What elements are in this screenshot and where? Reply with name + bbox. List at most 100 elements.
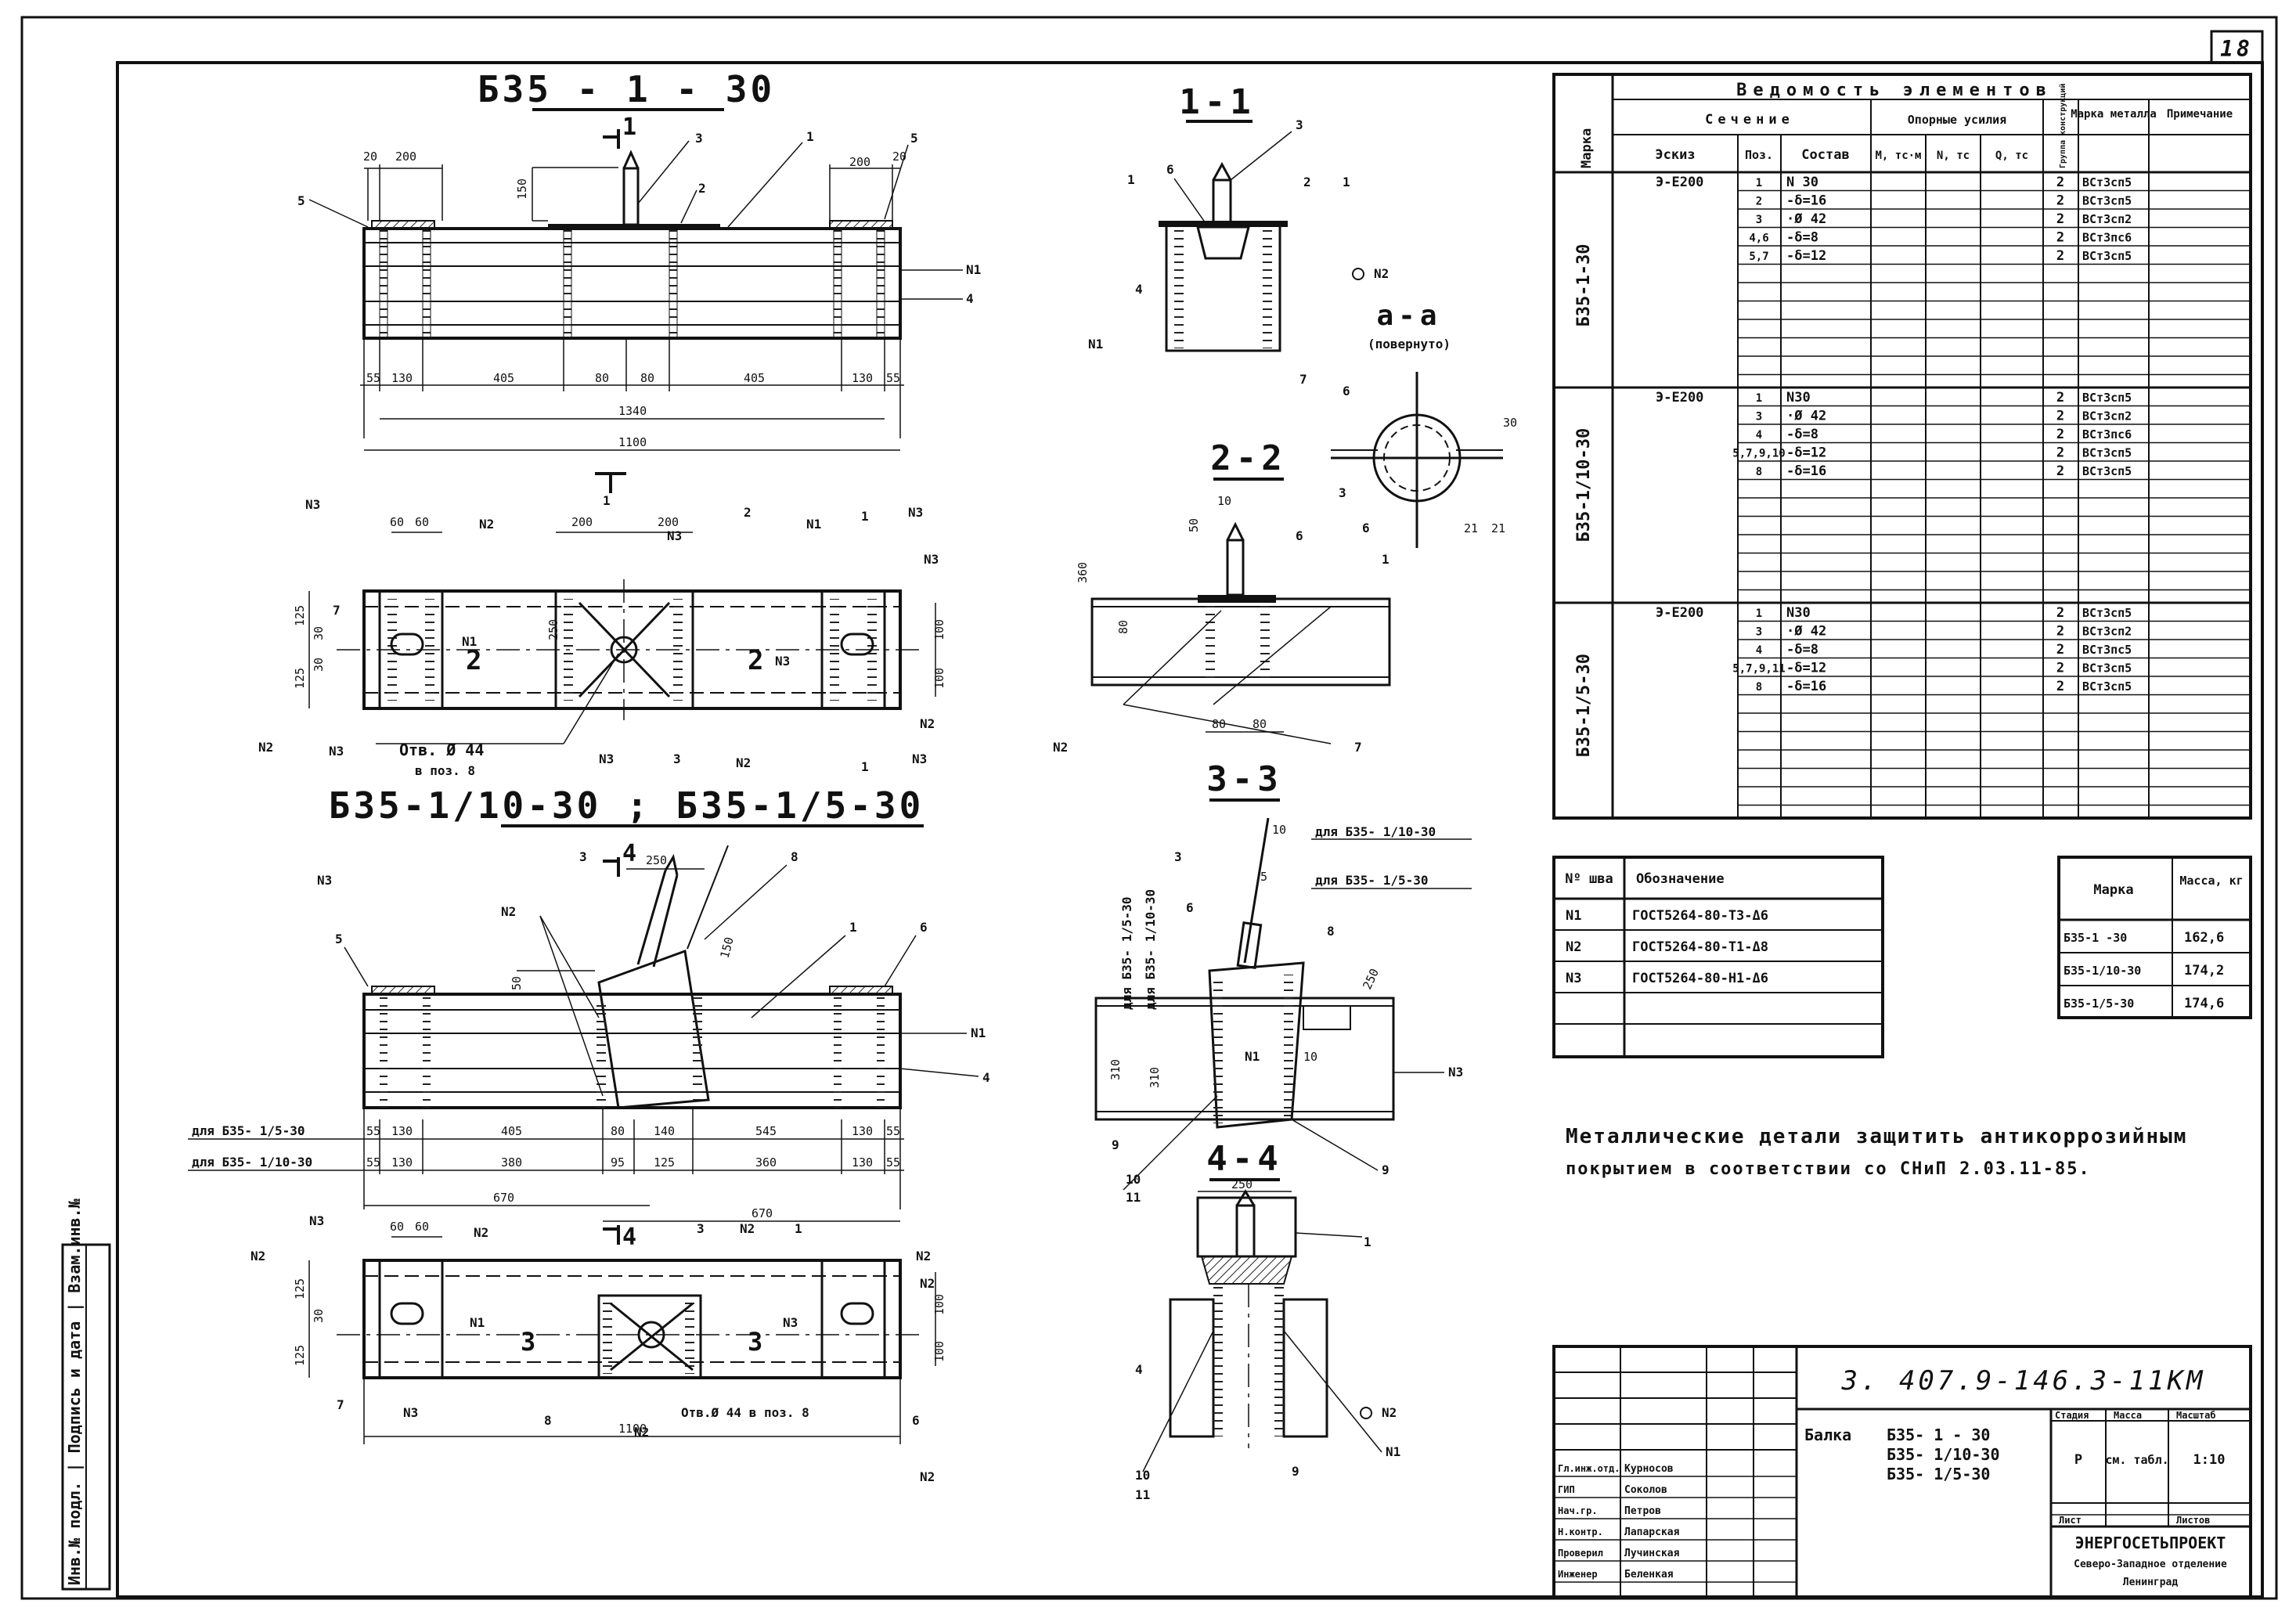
spec-cell-group: 2 (2056, 661, 2064, 676)
svg-text:11: 11 (1126, 1190, 1141, 1205)
svg-text:7: 7 (1299, 372, 1307, 387)
spec-cell-group: 2 (2056, 463, 2064, 479)
spec-cell-steel: ВСт3сп5 (2082, 606, 2132, 620)
svg-text:для Б35- 1/10-30: для Б35- 1/10-30 (1315, 824, 1436, 839)
section-2-2: 2-2 10 50 360 80 80 80 6 1 Ν2 7 (1053, 438, 1391, 755)
spec-table: Ведомость элементов Марка Сечение Эскиз … (1552, 73, 2252, 820)
svg-text:10: 10 (1135, 1468, 1150, 1483)
svg-text:250: 250 (546, 619, 560, 640)
svg-text:Nº шва: Nº шва (1565, 871, 1613, 887)
spec-cell-steel: ВСт3сп2 (2082, 625, 2132, 639)
svg-text:30: 30 (312, 1309, 326, 1323)
svg-text:1: 1 (861, 759, 869, 774)
svg-text:130: 130 (852, 371, 873, 385)
svg-text:20: 20 (363, 150, 377, 164)
svg-text:5: 5 (1260, 870, 1267, 884)
spec-sketch: Э-Е200 (1656, 605, 1703, 621)
svg-text:Ν3: Ν3 (305, 497, 320, 512)
svg-text:Ν1: Ν1 (462, 634, 477, 649)
spec-cell-group: 2 (2056, 605, 2064, 621)
svg-text:Группа конструкций: Группа конструкций (2058, 84, 2067, 168)
svg-text:1: 1 (603, 493, 611, 508)
svg-text:6: 6 (1362, 521, 1370, 535)
svg-text:11: 11 (1135, 1487, 1150, 1502)
svg-text:405: 405 (493, 371, 514, 385)
svg-text:60: 60 (390, 515, 404, 529)
svg-text:3: 3 (695, 131, 703, 146)
svg-text:6: 6 (1166, 162, 1174, 177)
svg-text:1: 1 (1364, 1235, 1371, 1249)
svg-text:4: 4 (966, 291, 974, 306)
section-1-1: 1-1 3 1 6 2 1 4 Ν1 Ν2 7 (1088, 82, 1389, 387)
side-stamp-text: Инв.№ подл. | Подпись и дата | Взам.инв.… (65, 1198, 84, 1585)
view-plan-1: 1 2 2 60 60 200 200 125 125 30 30 100 (258, 472, 946, 778)
svg-text:Ν3: Ν3 (329, 744, 344, 759)
svg-text:55: 55 (886, 1155, 900, 1170)
spec-cell-group: 2 (2056, 230, 2064, 246)
spec-cell-steel: ВСт3сп5 (2082, 249, 2132, 263)
svg-text:1: 1 (1343, 175, 1350, 189)
svg-text:130: 130 (391, 371, 413, 385)
spec-cell-comp: N 30 (1786, 175, 1818, 190)
svg-text:Масса, кг: Масса, кг (2179, 874, 2243, 888)
svg-text:Листов: Листов (2176, 1515, 2210, 1526)
svg-text:ГОСТ5264-80-Н1-Δ6: ГОСТ5264-80-Н1-Δ6 (1632, 971, 1768, 986)
svg-text:1100: 1100 (618, 1422, 647, 1436)
spec-cell-pos: 4,6 (1749, 232, 1768, 245)
svg-text:Металлические детали защитить: Металлические детали защитить антикорроз… (1566, 1125, 2187, 1148)
stamp-role: Н.контр. (1558, 1526, 1603, 1537)
spec-cell-pos: 8 (1756, 681, 1762, 694)
svg-text:8: 8 (544, 1413, 552, 1428)
svg-text:для Б35- 1/10-30: для Б35- 1/10-30 (192, 1155, 312, 1170)
spec-cell-comp: -δ=16 (1786, 463, 1826, 479)
svg-text:174,6: 174,6 (2184, 996, 2224, 1011)
spec-cell-comp: -δ=8 (1786, 230, 1818, 246)
svg-text:Ν2: Ν2 (1382, 1405, 1397, 1420)
spec-cell-steel: ВСт3сп5 (2082, 464, 2132, 478)
svg-text:3: 3 (1296, 117, 1303, 132)
sheet-number-box (2210, 30, 2264, 64)
svg-text:7: 7 (1354, 740, 1362, 755)
svg-text:21: 21 (1491, 521, 1505, 535)
svg-text:Марка: Марка (2093, 882, 2133, 898)
svg-text:Ν3: Ν3 (908, 505, 923, 520)
svg-text:1: 1 (1127, 172, 1135, 187)
spec-cell-comp: -δ=16 (1786, 679, 1826, 694)
spec-cell-comp: -δ=12 (1786, 445, 1826, 461)
svg-text:Б35- 1 - 30: Б35- 1 - 30 (1887, 1426, 1990, 1444)
inner-frame (116, 61, 2264, 1599)
svg-text:95: 95 (611, 1155, 625, 1170)
svg-text:2: 2 (466, 645, 486, 676)
svg-text:250: 250 (1231, 1177, 1253, 1191)
svg-text:3: 3 (1339, 485, 1346, 500)
svg-text:125: 125 (293, 1345, 307, 1366)
svg-text:Ν2: Ν2 (258, 740, 273, 755)
svg-text:6: 6 (920, 920, 928, 935)
svg-text:130: 130 (391, 1124, 413, 1138)
spec-cell-steel: ВСт3сп5 (2082, 446, 2132, 460)
svg-text:для Б35- 1/5-30: для Б35- 1/5-30 (192, 1123, 305, 1138)
svg-text:N, тс: N, тс (1937, 150, 1970, 162)
svg-text:162,6: 162,6 (2184, 930, 2224, 946)
svg-text:Поз.: Поз. (1745, 148, 1773, 162)
spec-cell-group: 2 (2056, 642, 2064, 658)
v1-dim-row: 55 130 405 80 80 405 130 55 (363, 338, 901, 438)
svg-text:250: 250 (646, 853, 667, 867)
svg-text:3: 3 (748, 1327, 767, 1357)
svg-text:1: 1 (849, 920, 857, 935)
svg-text:1: 1 (795, 1221, 802, 1236)
svg-text:10: 10 (1272, 823, 1286, 837)
spec-group-mark: Б35-1/5-30 (1574, 654, 1594, 757)
svg-text:2: 2 (1303, 175, 1311, 189)
section-4-4: 4-4 250 1 4 Ν2 Ν1 9 10 11 (1135, 1139, 1400, 1502)
spec-cell-group: 2 (2056, 193, 2064, 209)
spec-cell-comp: ·Ø 42 (1786, 211, 1826, 227)
spec-cell-steel: ВСт3сп5 (2082, 679, 2132, 694)
view-elevation-2: Б35-1/10-30 ; Б35-1/5-30 4 250 150 50 Ν3… (188, 784, 990, 1222)
svg-text:310: 310 (1148, 1067, 1162, 1088)
spec-cell-comp: -δ=12 (1786, 248, 1826, 264)
spec-cell-group: 2 (2056, 409, 2064, 424)
svg-text:Ν3: Ν3 (309, 1213, 324, 1228)
spec-cell-steel: ВСт3пс5 (2082, 643, 2132, 657)
